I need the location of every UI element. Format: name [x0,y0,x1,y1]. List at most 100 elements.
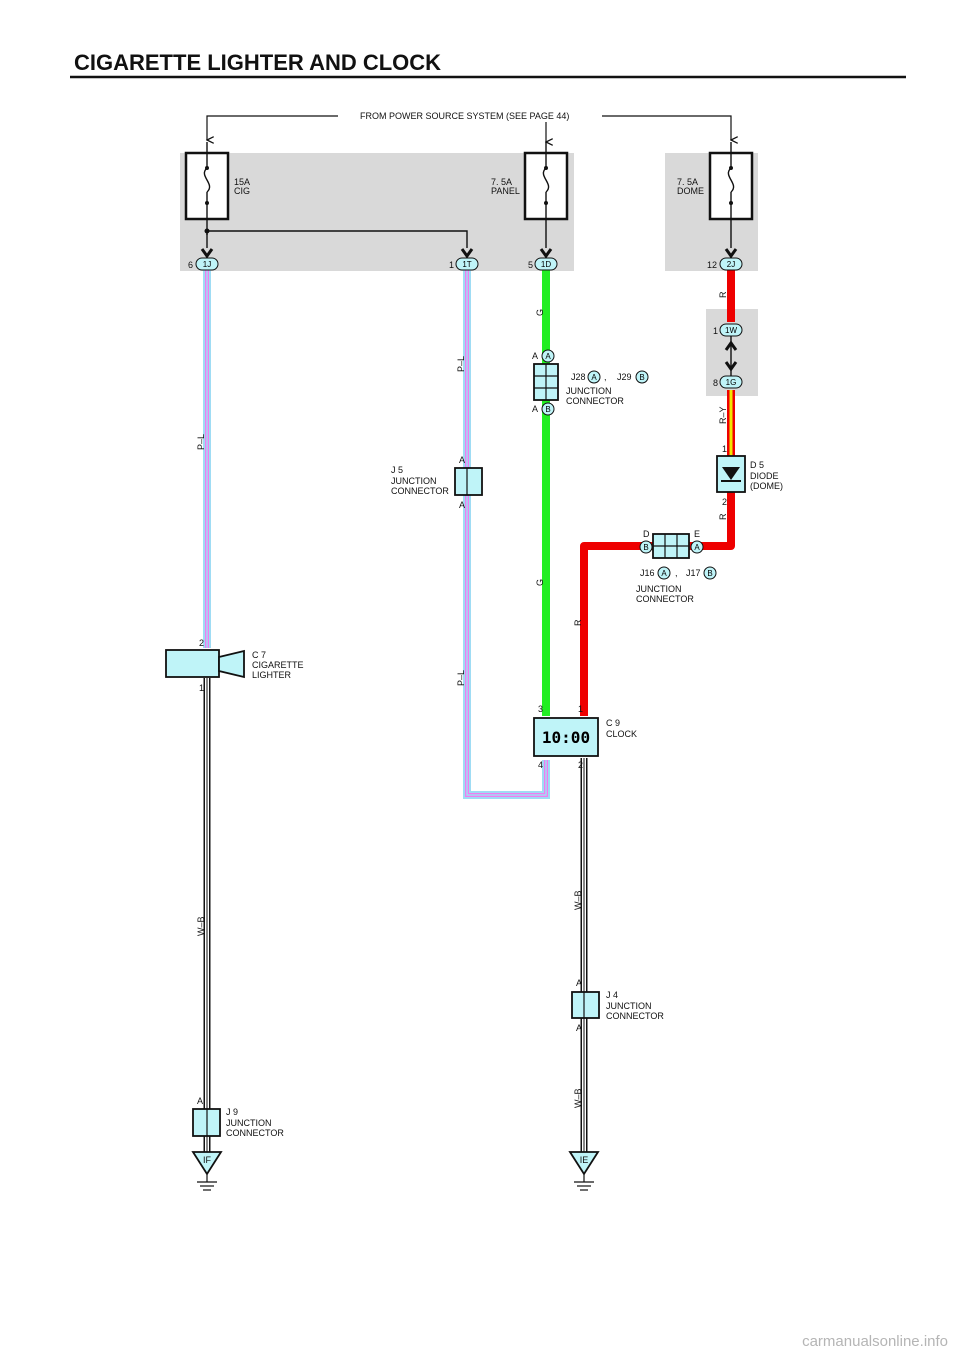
j28-desc2: CONNECTOR [566,396,624,406]
j28-pin-a: A [532,351,538,361]
j9-pin-top: A [197,1096,203,1106]
connector-1d-pin: 5 [528,260,533,270]
j4-pin-top: A [576,978,582,988]
d5-pin1: 1 [722,444,727,454]
fuse-panel-amp: 7. 5A [491,177,512,187]
c9-id: C 9 [606,718,620,728]
c9-pin3: 3 [538,704,543,714]
connector-1t: 1T [455,257,479,271]
j4-pin-bottom: A [576,1023,582,1033]
svg-text:1J: 1J [203,260,211,269]
c7-pin2: 2 [199,638,204,648]
svg-text:2J: 2J [727,260,735,269]
j4-desc1: JUNCTION [606,1001,652,1011]
connector-1w-pin: 1 [713,326,718,336]
svg-text:1T: 1T [462,260,471,269]
internal-branch-wire [207,230,468,248]
j16-pin-e: E [694,529,700,539]
junction-connector-j16-j17: B A [639,533,704,559]
wire-label-pl-2: P–L [456,356,466,372]
c9-pin1: 1 [578,704,583,714]
c7-id: C 7 [252,650,266,660]
svg-text:IE: IE [580,1155,589,1165]
d5-id: D 5 [750,460,764,470]
ground-ie: IE [568,1151,600,1191]
connector-1w: 1W [719,323,743,337]
j9-desc1: JUNCTION [226,1118,272,1128]
junction-block-left [180,153,574,271]
wire-label-r-1: R [718,291,728,298]
connector-1d: 1D [534,257,558,271]
feed-to-dome [602,115,731,140]
c7-desc2: LIGHTER [252,670,292,680]
wire-label-r-2: R [718,513,728,520]
clock-display: 10:00 [542,728,590,747]
svg-text:,: , [604,372,607,382]
svg-text:,: , [675,568,678,578]
junction-connector-j28-j29: A B [533,349,559,416]
svg-text:1W: 1W [725,326,737,335]
svg-text:1G: 1G [726,378,737,387]
j5-pin-bottom: A [459,500,465,510]
j16-desc2: CONNECTOR [636,594,694,604]
junction-connector-j5 [454,467,483,496]
connector-2j-pin: 12 [707,260,717,270]
block-chevrons [200,248,738,259]
j28-id: J28 [571,372,586,382]
fuse-dome-amp: 7. 5A [677,177,698,187]
j16-letter-badge: A [657,566,671,580]
fuse-cig [184,142,230,235]
c7-desc1: CIGARETTE [252,660,304,670]
j9-id: J 9 [226,1107,238,1117]
j16-desc1: JUNCTION [636,584,682,594]
connector-1j: 1J [195,257,219,271]
clock-c9: 10:00 [533,717,599,757]
svg-text:A: A [545,352,551,361]
connector-1t-pin: 1 [449,260,454,270]
j28-desc1: JUNCTION [566,386,612,396]
j5-desc2: CONNECTOR [391,486,449,496]
j9-desc2: CONNECTOR [226,1128,284,1138]
diode-d5 [716,455,746,493]
power-source-label: FROM POWER SOURCE SYSTEM (SEE PAGE 44) [360,111,569,121]
connector-1g: 1G [719,375,743,389]
svg-text:A: A [694,543,700,552]
svg-text:B: B [643,543,648,552]
inline-connector-chevrons [724,336,738,376]
d5-pin2: 2 [722,497,727,507]
c7-pin1: 1 [199,683,204,693]
j16-id: J16 [640,568,655,578]
wire-label-wb-1: W–B [196,916,206,936]
c9-desc1: CLOCK [606,729,637,739]
svg-text:B: B [545,405,550,414]
wire-label-r-3: R [573,619,583,626]
svg-text:B: B [707,569,712,578]
j28-letter-badge: A [587,370,601,384]
wire-label-g-1: G [535,309,545,316]
d5-desc2: (DOME) [750,481,783,491]
connector-1j-pin: 6 [188,260,193,270]
c9-pin2: 2 [578,760,583,770]
wire-label-ry: R–Y [718,406,728,424]
fuse-cig-amp: 15A [234,177,250,187]
cigarette-lighter-c7 [165,649,245,679]
wire-label-g-2: G [535,579,545,586]
wire-label-wb-3: W–B [573,1088,583,1108]
wire-label-pl-1: P–L [196,434,206,450]
fuse-panel [523,142,569,248]
feed-to-cig [207,115,338,140]
svg-text:1D: 1D [541,260,551,269]
j4-desc2: CONNECTOR [606,1011,664,1021]
wire-label-wb-2: W–B [573,890,583,910]
fuse-dome-name: DOME [677,186,704,196]
j4-id: J 4 [606,990,618,1000]
fuse-dome [708,142,754,248]
j16-pin-d: D [643,529,650,539]
fuse-panel-name: PANEL [491,186,520,196]
fuse-cig-name: CIG [234,186,250,196]
j5-desc1: JUNCTION [391,476,437,486]
svg-text:B: B [639,373,644,382]
j17-letter-badge: B [703,566,717,580]
svg-text:A: A [591,373,597,382]
watermark: carmanualsonline.info [802,1333,948,1350]
